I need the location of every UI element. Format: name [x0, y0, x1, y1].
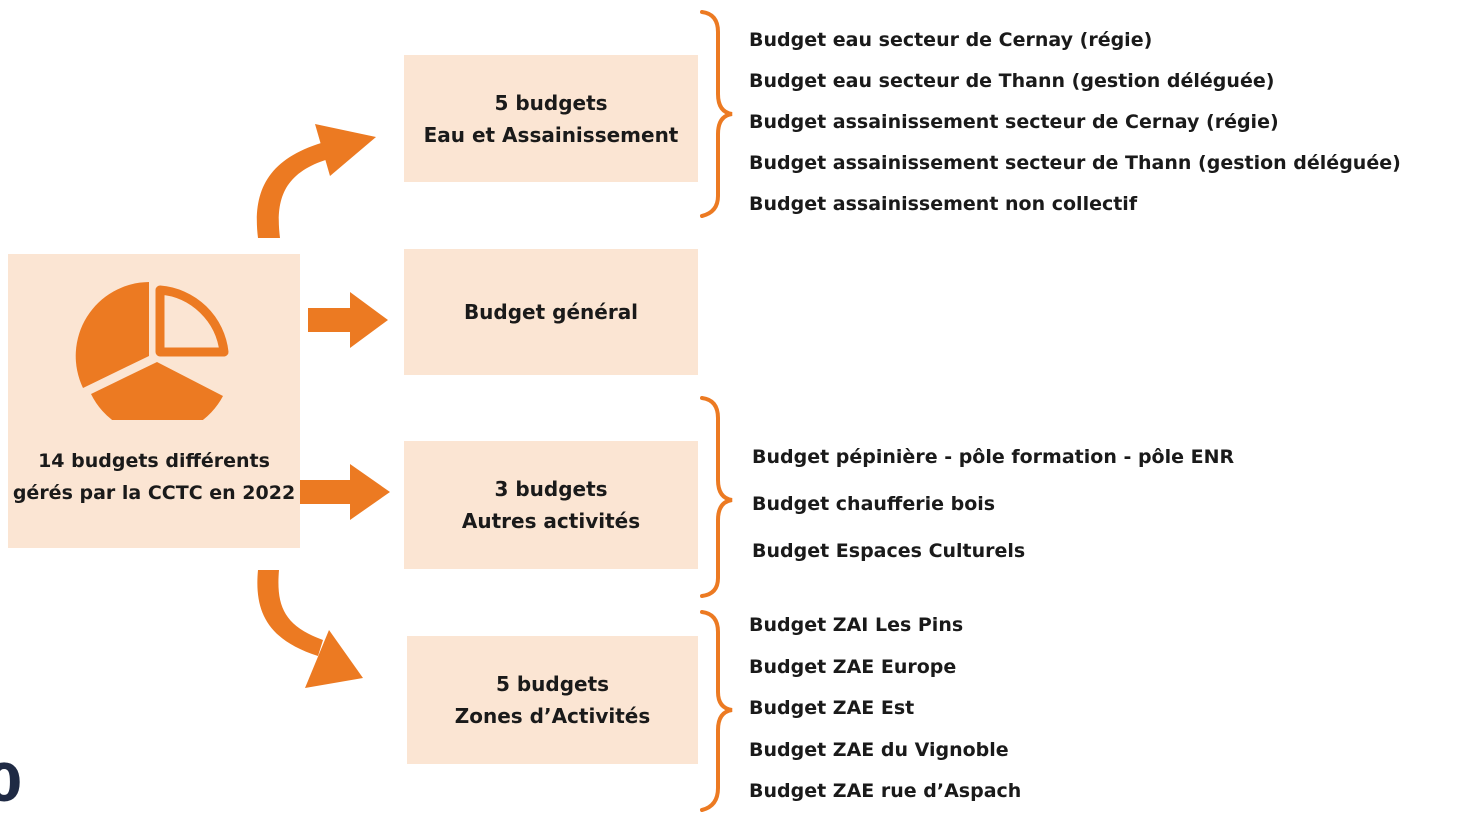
box-eau-assainissement: 5 budgets Eau et Assainissement [404, 55, 698, 182]
list-item: Budget chaufferie bois [752, 493, 996, 515]
box-zones-title: Zones d’Activités [454, 704, 651, 728]
box-general-title: Budget général [463, 300, 639, 324]
list-item: Budget Espaces Culturels [752, 540, 1026, 562]
box-eau-count: 5 budgets [494, 90, 608, 115]
list-autres: Budget pépinière - pôle formation - pôle… [752, 434, 1234, 575]
list-item: Budget ZAE Europe [749, 655, 957, 678]
list-item: Budget ZAE du Vignoble [749, 738, 1009, 761]
source-line-1: 14 budgets différents [38, 450, 270, 472]
box-zones-activites: 5 budgets Zones d’Activités [407, 636, 698, 764]
list-item: Budget ZAE rue d’Aspach [749, 780, 1022, 802]
list-item: Budget pépinière - pôle formation - pôle… [752, 446, 1235, 468]
arrow-right-general [308, 292, 388, 348]
list-eau: Budget eau secteur de Cernay (régie) Bud… [749, 20, 1401, 225]
arrow-right-autres [300, 464, 390, 520]
arrow-down-curved [257, 570, 363, 688]
list-item: Budget eau secteur de Thann (gestion dél… [749, 70, 1275, 92]
brace-autres-icon [700, 396, 733, 598]
list-item: Budget ZAE Est [749, 697, 915, 719]
page-number-fragment: 0 [0, 754, 23, 814]
arrow-up-curved [256, 124, 376, 238]
box-budget-general: Budget général [404, 249, 698, 375]
pie-chart-icon [74, 280, 234, 436]
box-autres-title: Autres activités [461, 509, 641, 533]
list-item: Budget eau secteur de Cernay (régie) [749, 29, 1153, 51]
list-zones: Budget ZAI Les Pins Budget ZAE Europe Bu… [749, 605, 1021, 813]
list-item: Budget assainissement non collectif [749, 193, 1138, 215]
box-autres-activites: 3 budgets Autres activités [404, 441, 698, 569]
box-autres-count: 3 budgets [494, 477, 608, 501]
list-item: Budget assainissement secteur de Thann (… [749, 152, 1401, 174]
list-item: Budget ZAI Les Pins [749, 614, 964, 636]
box-eau-title: Eau et Assainissement [423, 122, 679, 147]
box-zones-count: 5 budgets [495, 672, 610, 696]
brace-eau-icon [700, 10, 733, 218]
brace-zones-icon [700, 610, 733, 812]
source-line-2: gérés par la CCTC en 2022 [12, 482, 296, 505]
source-box: 14 budgets différents gérés par la CCTC … [8, 254, 300, 548]
list-item: Budget assainissement secteur de Cernay … [749, 111, 1279, 133]
